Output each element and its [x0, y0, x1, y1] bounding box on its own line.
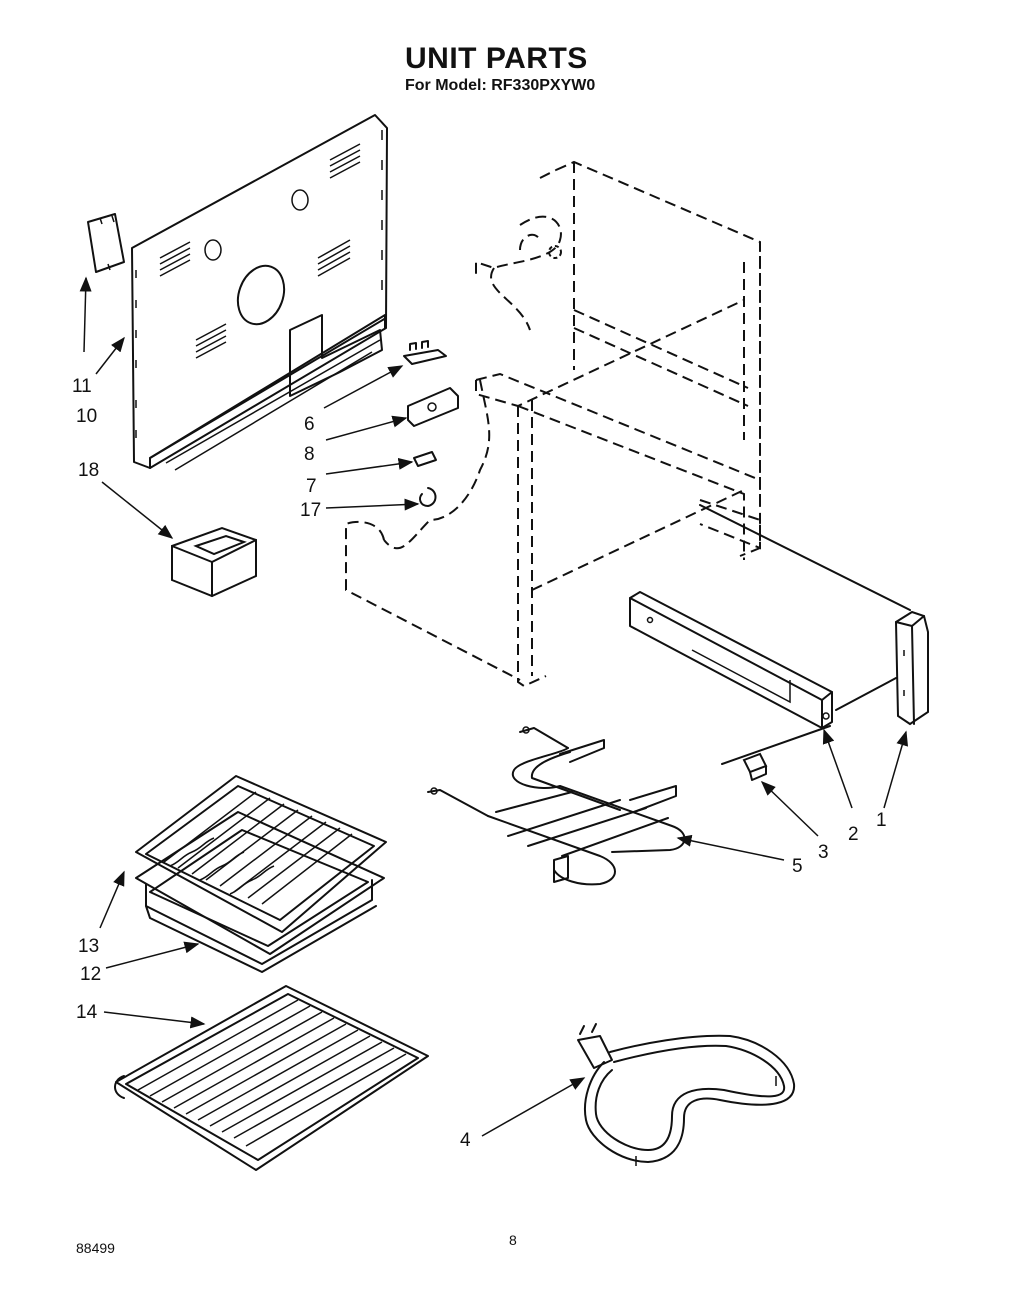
part-10-back-panel	[131, 114, 388, 471]
callout-10: 10	[76, 406, 97, 427]
part-5-bake-element	[427, 726, 686, 886]
part-3-clip	[742, 752, 768, 781]
part-17-hook	[419, 487, 437, 507]
part-4-broil-element	[577, 1023, 796, 1166]
callout-11: 11	[72, 376, 92, 397]
callout-labels: 11 10 6 8 7 17 18 1 2 3 5 13 12 14 4	[72, 376, 887, 1151]
part-12-broiler-pan	[135, 811, 385, 973]
leader-lines	[79, 276, 909, 1137]
callout-12: 12	[80, 964, 101, 985]
guide-line-3	[721, 725, 831, 765]
callout-14: 14	[76, 1002, 98, 1023]
part-8-bracket	[407, 387, 459, 427]
callout-1: 1	[876, 810, 887, 831]
part-7-clip	[413, 451, 437, 467]
part-14-oven-rack	[114, 985, 429, 1171]
model-number: For Model: RF330PXYW0	[405, 77, 596, 94]
part-11-gasket	[87, 213, 125, 273]
callout-2: 2	[848, 824, 859, 845]
page-title: UNIT PARTS	[405, 42, 588, 75]
callout-6: 6	[304, 414, 315, 435]
footer-code: 88499	[76, 1240, 115, 1256]
part-1-side-trim	[894, 610, 929, 726]
callout-7: 7	[306, 476, 317, 497]
part-2-side-rail	[629, 591, 833, 729]
callout-5: 5	[792, 856, 803, 877]
callout-8: 8	[304, 444, 315, 465]
oven-cavity-outline	[345, 160, 761, 688]
guide-line-1	[699, 504, 911, 611]
callout-4: 4	[460, 1130, 471, 1151]
page-number: 8	[509, 1232, 517, 1248]
callout-3: 3	[818, 842, 829, 863]
part-6-clip	[403, 340, 447, 365]
part-13-broiler-grid	[135, 775, 387, 933]
callout-13: 13	[78, 936, 99, 957]
callout-18: 18	[78, 460, 99, 481]
callout-17: 17	[300, 500, 321, 521]
part-18-block	[171, 526, 257, 598]
guide-line-2	[835, 677, 897, 711]
